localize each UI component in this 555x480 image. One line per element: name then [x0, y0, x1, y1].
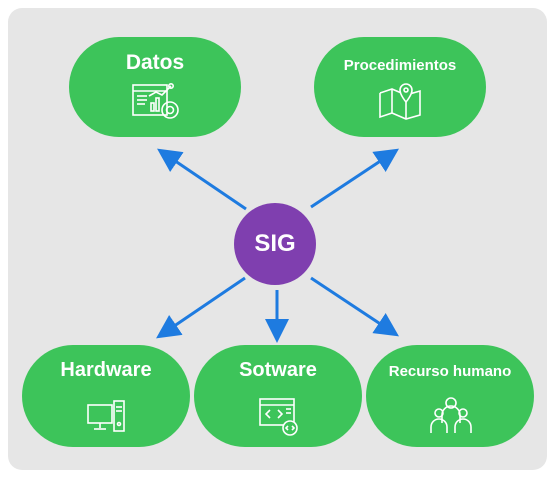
node-recurso-humano: Recurso humano	[366, 345, 534, 447]
center-node-sig: SIG	[234, 203, 316, 285]
node-sotware-label: Sotware	[239, 359, 317, 381]
node-recurso-humano-label: Recurso humano	[388, 363, 512, 380]
data-dashboard-icon	[132, 82, 179, 119]
map-pin-icon	[379, 83, 421, 120]
node-sotware: Sotware	[194, 345, 362, 447]
arrow-to-recurso-humano	[310, 276, 400, 337]
node-hardware: Hardware	[22, 345, 190, 447]
node-datos-label: Datos	[125, 51, 185, 74]
arrow-to-procedimientos	[310, 148, 400, 209]
computer-icon	[87, 400, 125, 432]
node-procedimientos-label: Procedimientos	[343, 57, 457, 74]
node-datos: Datos	[69, 37, 241, 137]
code-window-icon	[259, 398, 298, 436]
node-hardware-label: Hardware	[60, 359, 152, 381]
node-procedimientos: Procedimientos	[314, 37, 486, 137]
arrow-to-hardware	[156, 276, 246, 339]
people-group-icon	[430, 397, 472, 433]
arrow-to-datos	[157, 148, 247, 211]
